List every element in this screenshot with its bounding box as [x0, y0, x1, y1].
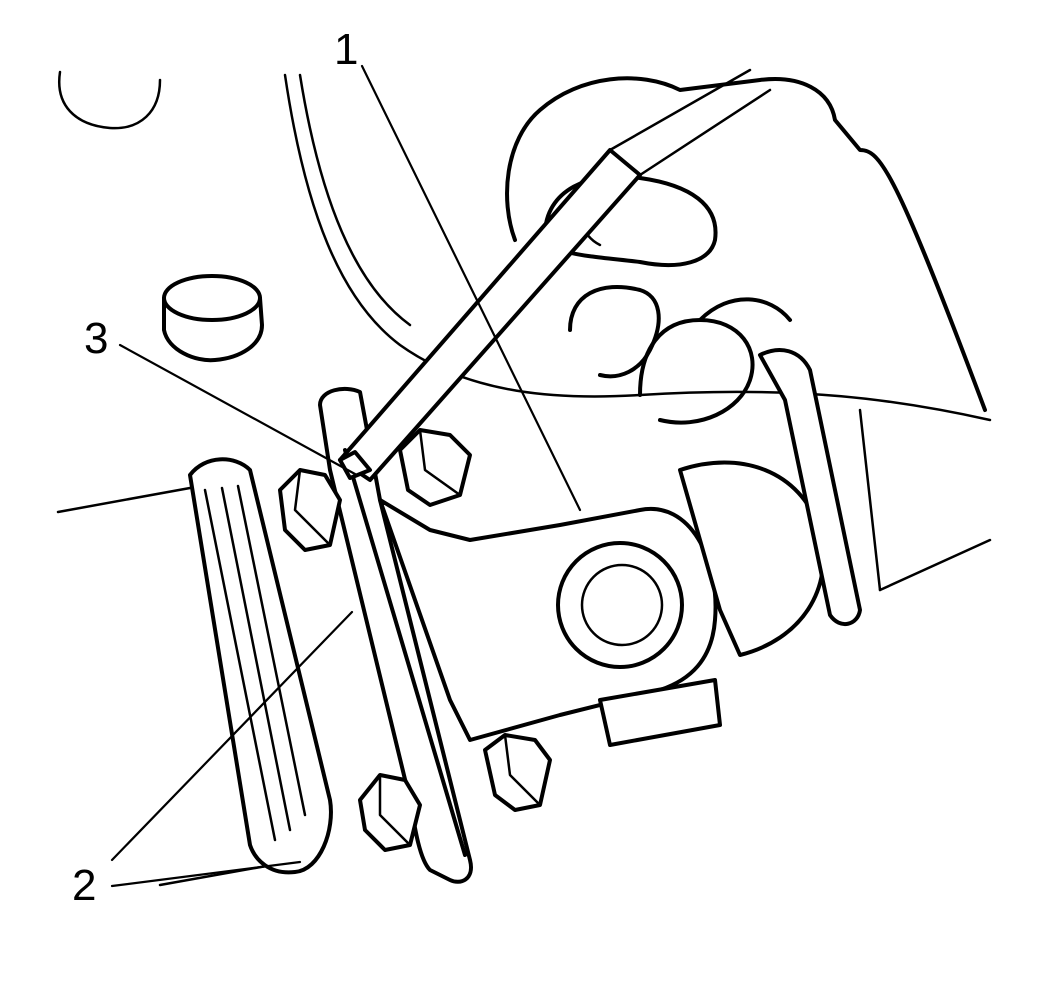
marker-pen	[338, 68, 772, 482]
callout-1-label: 1	[334, 25, 358, 74]
callout-2-label: 2	[72, 861, 96, 910]
chassis-background	[56, 70, 992, 887]
bolt-upper-left	[278, 468, 342, 552]
u-joint	[678, 348, 882, 657]
callout-2-leader-a	[110, 610, 354, 862]
bolt-lower-right	[483, 733, 552, 812]
callout-3-leader	[118, 343, 357, 476]
callout-1-leader	[360, 64, 582, 512]
pinion-flange	[188, 457, 333, 875]
bolt-upper-right	[398, 428, 472, 507]
round-plug	[162, 274, 264, 363]
callout-2-leader-b	[110, 860, 302, 888]
yoke-body	[378, 498, 722, 747]
hand	[505, 76, 987, 425]
bolt-lower-left	[358, 773, 422, 852]
callout-3-label: 3	[84, 314, 108, 363]
